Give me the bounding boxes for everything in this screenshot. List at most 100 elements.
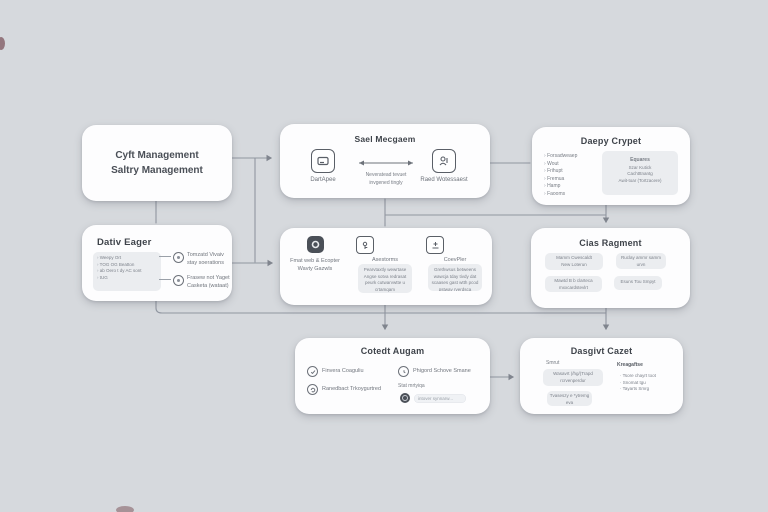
item-label: Phigord Schove Smane (413, 367, 471, 374)
panel-line: peurk cutwarvwtte u (364, 280, 406, 286)
item-line: Casketa (wataat) (187, 282, 229, 289)
icon-label: DartApee (310, 177, 336, 183)
item-label: Finvera Coaguliu (322, 367, 364, 374)
item-line: Frasew not Yaget (187, 275, 230, 281)
clock-icon (398, 366, 409, 377)
payment-cell: Mamm Cwescaldt New Loterun (545, 253, 603, 270)
refresh-circle-icon (307, 384, 318, 395)
column-panel: Grethwsus betweens wawcja tday tivdy dat… (428, 264, 482, 291)
panel-line: rcrvenperdur (560, 377, 586, 383)
node-cost-payment: Cias Ragment Mamm Cwescaldt New Loterun … (531, 228, 690, 308)
lock-icon (356, 236, 374, 254)
payment-cell: Mawtd B b clarteca mxxcardstevlrt (545, 276, 602, 292)
list-item: Faooms (544, 191, 577, 199)
panel-line: Cachtttnantg (627, 171, 653, 177)
panel-line: Grethwsus betweens (433, 267, 477, 272)
node-salary-management: Cyft Management Saltry Management (82, 125, 232, 201)
column-label: CoevPler (443, 257, 467, 263)
edge-wages-bottom-bus (155, 299, 607, 314)
arrow-note: invgened tingly (369, 179, 403, 186)
node-daily-export: Daepy Crypet Forsadweaep Wout Frihupt Fr… (532, 127, 690, 205)
export-summary-panel: Equares Szar Kutick Cachtttnantg Awit-to… (602, 151, 678, 195)
wages-item: Tomzatd Vivaiv stay soerations (159, 252, 224, 268)
program-item: Ranedbact Trkoygurtred (307, 384, 381, 395)
panel-line: ab Oero t dy AC sont (97, 268, 157, 275)
item-line: Tomzatd Vivaiv (187, 252, 224, 258)
column-label: Asestorms (372, 257, 398, 263)
icon-label: Raed Wotessaest (420, 177, 468, 183)
cell-line: Esuns Tou Smpyt (620, 279, 656, 284)
column-label: Fmat web & Ecopter (290, 258, 340, 264)
list-item: Forsadweaep (544, 153, 577, 161)
node-daily-wages: Dativ Eager Weepy Ort TOG OG Beatton ab … (82, 225, 232, 301)
check-circle-icon (307, 366, 318, 377)
budget-panel: Wasavrt (/hg/(Trapd rcrvenperdur (543, 369, 603, 386)
panel-line: Equares (630, 157, 650, 163)
column-panel: Pearvtaxtly wewrtase Angse sotva redrasa… (358, 264, 412, 293)
node-title: Dasgivt Cazet (570, 346, 633, 356)
panel-line: pstway rverdsca (438, 286, 472, 291)
budget-panel: Tvaseszy e *ytremg eva (547, 391, 592, 406)
double-arrow-icon (359, 160, 413, 166)
program-note: Stat mrtyiqa (398, 383, 425, 389)
node-title: Daepy Crypet (580, 136, 642, 146)
list-item: Wout (544, 161, 577, 169)
panel-line: Szar Kutick (628, 164, 652, 170)
cell-line: urvn (636, 261, 646, 267)
panel-line: tUG (97, 275, 157, 282)
bullet-item: Tayarts Smrg (620, 386, 656, 393)
node-staff-management: Sael Mecgaem DartApee Neveratead tevuet … (280, 124, 490, 198)
clipboard-icon (426, 236, 444, 254)
panel-line: scaases gast wtth pcod (431, 280, 479, 286)
panel-line: Wasavrt (/hg/(Trapd (553, 371, 593, 376)
list-item: Hamp (544, 183, 577, 191)
payment-cell: Ruclay ammr samm urvn (616, 253, 666, 269)
card-icon (311, 149, 335, 173)
cell-line: Ruclay ammr samm (620, 255, 661, 260)
panel-line: TOG OG Beatton (97, 262, 157, 269)
budget-left-header: Smrut (546, 360, 560, 366)
edge-artifact (116, 506, 134, 512)
export-list: Forsadweaep Wout Frihupt Fremua Hamp Fao… (544, 153, 577, 198)
wages-panel: Weepy Ort TOG OG Beatton ab Oero t dy AC… (93, 252, 161, 291)
edge-artifact (0, 37, 5, 50)
budget-right-header: Kreagaftse (617, 362, 643, 368)
node-content-program: Cotedt Augam Finvera Coaguliu Ranedbact … (295, 338, 490, 414)
arrow-note: Neveratead tevuet (365, 172, 407, 178)
node-title: Sael Mecgaem (354, 134, 416, 144)
dash-icon (159, 279, 171, 280)
report-circle-icon (173, 275, 184, 286)
item-line: stay soerations (187, 259, 224, 266)
person-doc-icon (432, 149, 456, 173)
panel-line: crtamqam (374, 286, 395, 292)
node-title: Cotedt Augam (360, 346, 425, 356)
node-title-line: Cyft Management (115, 149, 199, 161)
panel-line: eva (565, 399, 574, 405)
panel-line: Tvaseszy e *ytremg (549, 393, 590, 398)
cell-line: New Loterun (561, 261, 587, 267)
dash-icon (159, 256, 171, 257)
bullet-item: Tsore chayrt toot (620, 373, 656, 380)
payment-cell: Esuns Tou Smpyt (614, 276, 662, 290)
node-weekly-reports: Fmat web & Ecopter Wavty Gazwls Asestorm… (280, 228, 492, 305)
node-budget-count: Dasgivt Cazet Smrut Wasavrt (/hg/(Trapd … (520, 338, 683, 414)
node-title-line: Saltry Management (111, 165, 203, 176)
list-item: Frihupt (544, 168, 577, 176)
panel-line: Weepy Ort (97, 255, 157, 262)
bullet-item: Snomat tgu (620, 380, 656, 387)
node-title: Cias Ragment (579, 238, 642, 248)
cell-line: Mawtd B b clarteca (554, 278, 593, 283)
panel-line: Pearvtaxtly wewrtase (363, 267, 407, 272)
budget-bullets: Tsore chayrt toot Snomat tgu Tayarts Smr… (620, 373, 656, 393)
panel-line: Angse sotva redrasat (363, 273, 407, 279)
cell-line: mxxcardstevlrt (558, 284, 588, 290)
program-item: Finvera Coaguliu (307, 366, 364, 377)
program-pill: intover synnarw... (414, 393, 466, 403)
wages-item: Frasew not Yaget Casketa (wataat) (159, 275, 230, 291)
donut-icon (306, 236, 324, 253)
program-item: Phigord Schove Smane (398, 366, 471, 377)
column-label: Wavty Gazwls (297, 265, 333, 272)
panel-line: wawcja tday tivdy dat (433, 273, 477, 279)
